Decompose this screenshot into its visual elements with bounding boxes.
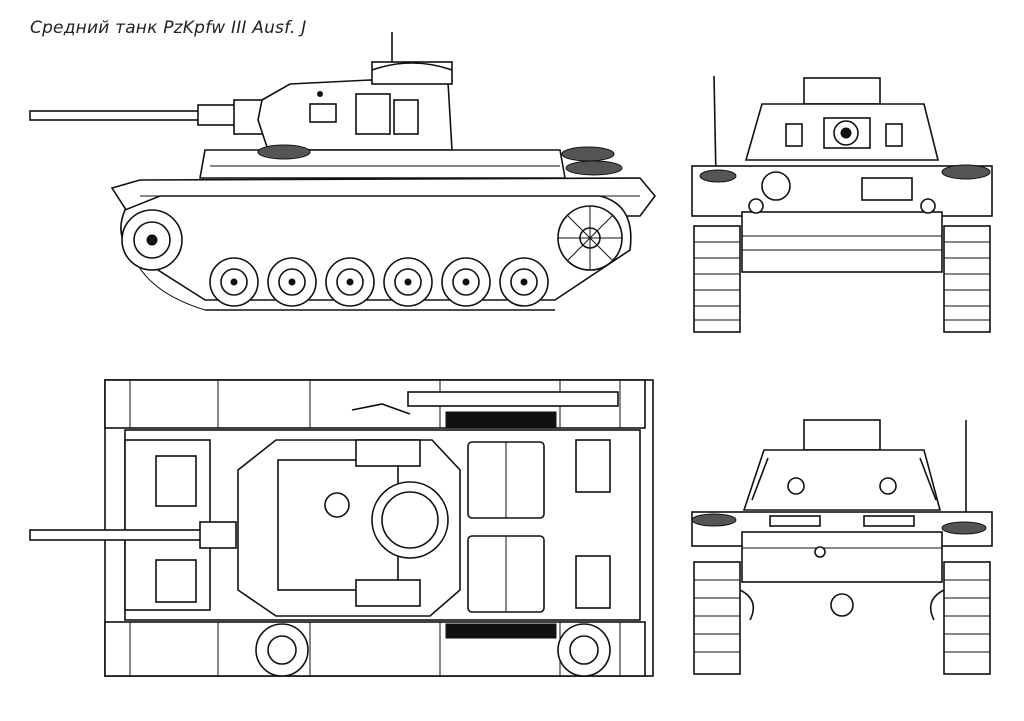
- front-hull: [691, 164, 993, 273]
- side-idler-wheel: [557, 205, 623, 271]
- top-turret: [237, 439, 461, 617]
- front-turret: [744, 77, 940, 161]
- top-engine-hatches: [467, 439, 611, 613]
- side-track: [120, 195, 632, 301]
- side-drive-sprocket: [121, 209, 183, 271]
- rear-tracks: [693, 561, 991, 675]
- side-gun: [29, 99, 265, 135]
- rear-turret: [742, 419, 942, 511]
- rear-view: [691, 419, 993, 675]
- top-grille-right: [445, 623, 557, 639]
- side-road-wheels: [209, 257, 549, 307]
- rear-hull: [691, 511, 993, 617]
- top-fender-details: [129, 380, 621, 676]
- top-grille-left: [445, 411, 557, 429]
- front-tracks: [693, 225, 991, 333]
- rear-tow-hitch: [830, 593, 854, 617]
- front-antenna: [713, 75, 717, 179]
- drawing-title: Средний танк PzKpfw III Ausf. J: [30, 18, 307, 38]
- top-gun: [29, 521, 237, 549]
- side-turret: [257, 61, 453, 151]
- top-visible-wheels: [255, 623, 611, 677]
- top-view: [29, 379, 654, 677]
- side-view: [29, 32, 657, 311]
- front-view: [691, 75, 993, 333]
